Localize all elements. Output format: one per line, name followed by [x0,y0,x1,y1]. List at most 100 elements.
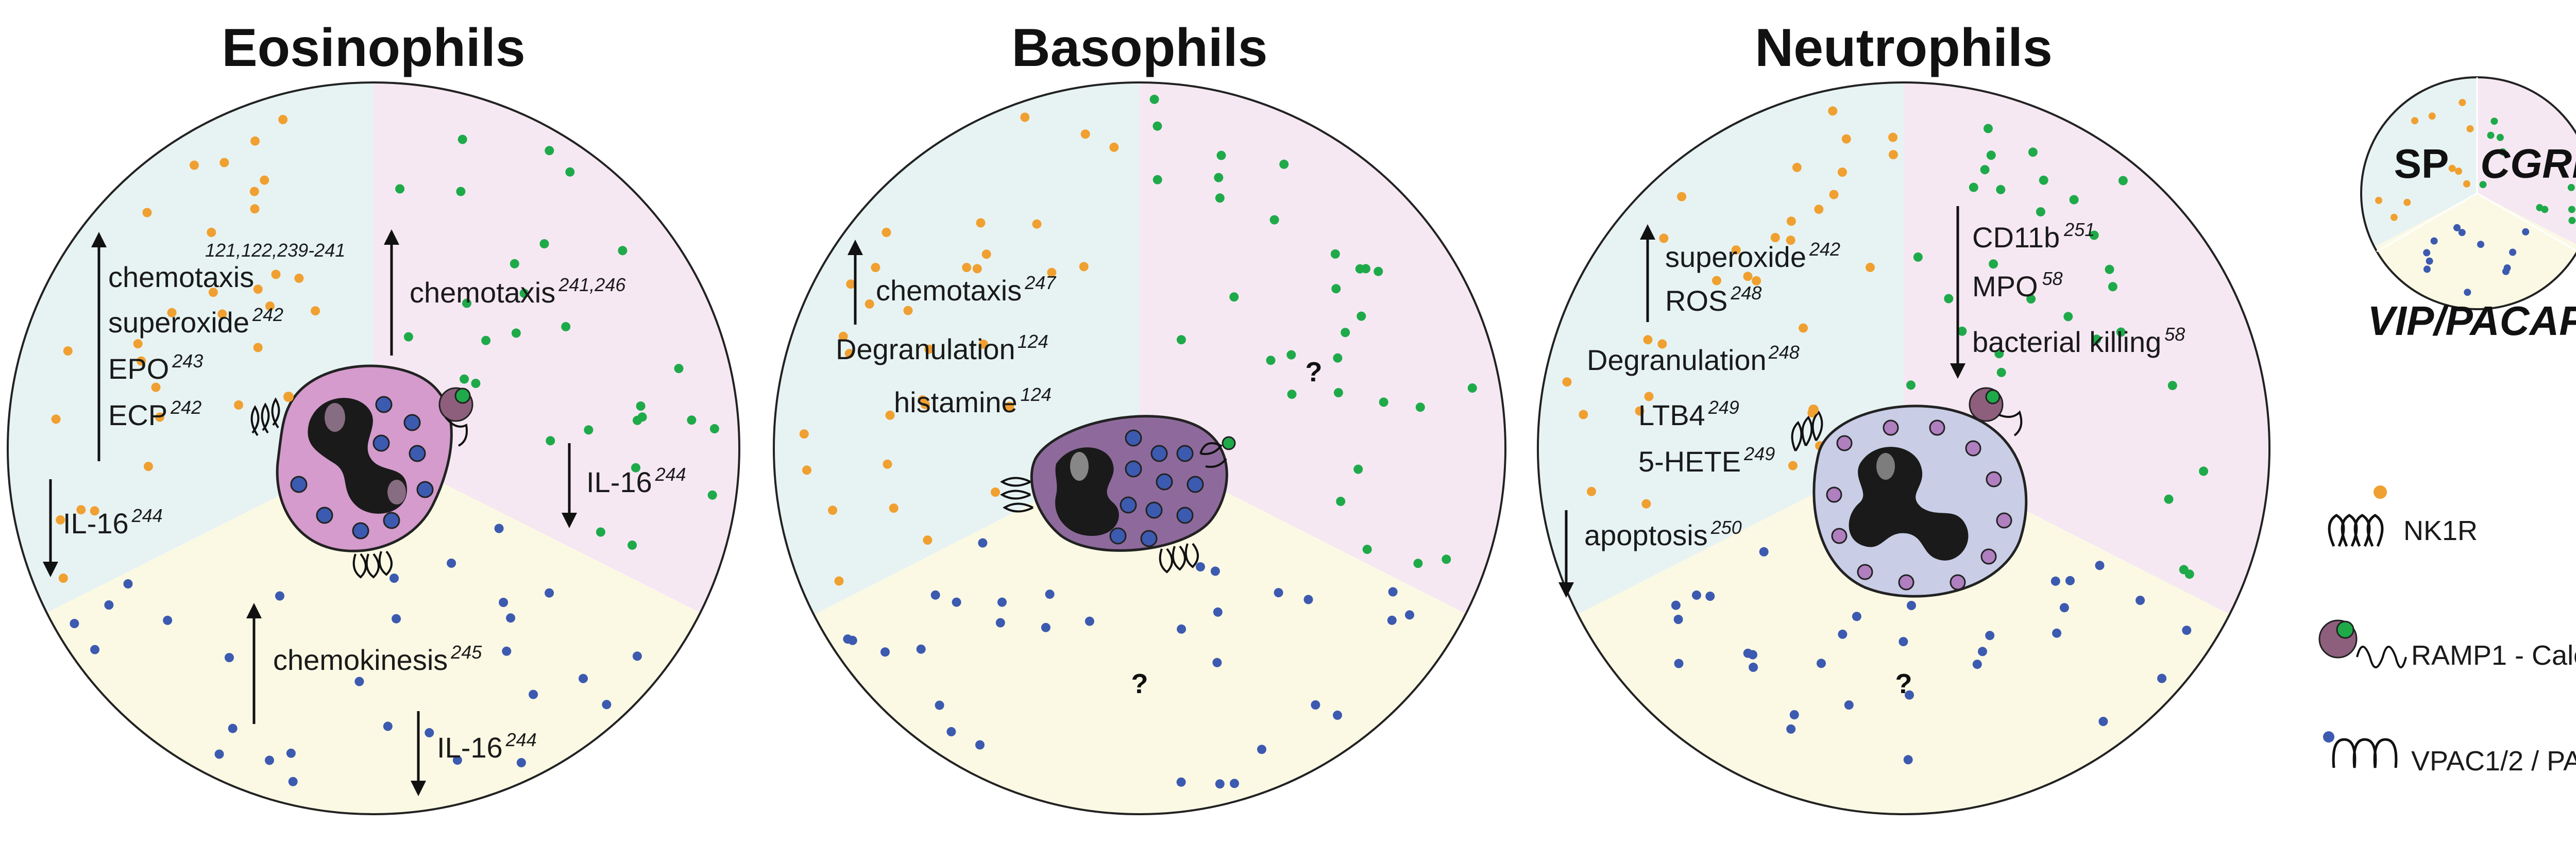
sp-neuropeptide-dot [838,331,848,341]
cgrp-neuropeptide-dot [1361,264,1370,274]
sp-neuropeptide-dot [271,270,281,279]
legend-nk1r: NK1R [2403,515,2478,546]
down-arrowhead-icon [43,562,58,577]
cgrp-neuropeptide-dot [709,424,719,433]
sp-neuropeptide-dot [978,339,988,349]
ramp1-receptor-icon [2318,619,2407,668]
vip-neuropeptide-dot [1786,724,1796,734]
vip-neuropeptide-dot [978,538,988,548]
cgrp-neuropeptide-dot [687,415,697,425]
key-vip-dots [2423,224,2530,296]
vip-neuropeptide-dot [930,590,940,600]
cgrp-neuropeptide-dot [1980,165,1990,175]
vip-neuropeptide-dot [1303,595,1313,604]
vip-neuropeptide-dot [997,597,1007,607]
vip-neuropeptide-dot [1899,637,1908,647]
cgrp-neuropeptide-dot [2116,327,2126,337]
sp-neuropeptide-dot [219,158,229,167]
cgrp-neuropeptide-dot [1906,380,1916,390]
cgrp-neuropeptide-dot [1269,215,1279,225]
cgrp-neuropeptide-dot [2568,206,2575,213]
vip-neuropeptide-dot [2464,289,2471,296]
vip-neuropeptide-dot [880,647,890,657]
vip-neuropeptide-dot [1903,755,1913,765]
cgrp-neuropeptide-dot [1969,182,1978,192]
vip-neuropeptide-dot [2059,603,2069,613]
sp-neuropeptide-dot [1786,235,1795,245]
unknown-vip-baso: ? [1131,668,1148,699]
cgrp-neuropeptide-dot [456,187,466,196]
cgrp-neuropeptide-dot [1357,311,1366,321]
sp-neuropeptide-dot [1829,190,1839,199]
vip-neuropeptide-dot [1387,615,1397,625]
cgrp-neuropeptide-dot [1286,350,1296,360]
vip-neuropeptide-dot [995,618,1005,628]
sp-neuropeptide-dot [865,299,874,309]
key-label-vip: VIP/PACAP [2367,298,2576,344]
vip-neuropeptide-dot [2157,674,2167,683]
cgrp-neuropeptide-dot [1229,292,1239,302]
sp-neuropeptide-dot [972,264,982,274]
receptor-legend: NK1R RAMP1 - Calcrl VPAC1/2 / PAC1 [2318,485,2576,777]
sp-neuropeptide-dot [1657,339,1667,349]
cgrp-neuropeptide-dot [2105,264,2114,274]
sp-neuropeptide-dot [802,465,811,475]
ref-chemotaxis-eo: 121,122,239-241 [205,240,345,261]
sp-neuropeptide-dot [885,410,895,420]
cgrp-neuropeptide-dot [519,289,529,298]
cgrp-neuropeptide-dot [1913,252,1923,262]
vip-neuropeptide-dot [516,758,526,767]
sp-dots-basophils [799,112,1119,586]
cgrp-neuropeptide-dot [2179,565,2189,575]
cgrp-neuropeptide-dot [631,463,640,473]
cgrp-neuropeptide-dot [707,490,717,500]
sp-neuropeptide-dot [144,462,153,472]
sp-neuropeptide-dot [828,506,838,515]
vip-neuropeptide-dot [1852,612,1861,621]
key-label-cgrp: CGRP [2480,141,2576,187]
vip-neuropeptide-dot [354,677,364,686]
cgrp-neuropeptide-dot [1442,554,1451,564]
vip-neuropeptide-dot [1705,592,1715,601]
up-arrowhead-icon [848,240,863,255]
sp-neuropeptide-dot [2448,164,2456,172]
vip-neuropeptide-dot [916,644,926,654]
vip-neuropeptide-dot [286,748,296,758]
sp-neuropeptide-dot [1641,499,1651,509]
vip-neuropeptide-dot [1789,710,1799,719]
vip-neuropeptide-dot [843,634,853,644]
sp-neuropeptide-dot [58,574,68,583]
vip-neuropeptide-dot [1673,615,1683,624]
cgrp-neuropeptide-dot [1996,367,2006,377]
vip-neuropeptide-dot [1743,648,1753,658]
cgrp-neuropeptide-dot [2490,117,2498,125]
cgrp-neuropeptide-dot [1214,173,1224,182]
vip-neuropeptide-dot [2095,561,2105,570]
sp-neuropeptide-dot [234,400,244,410]
sp-neuropeptide-dot [1579,410,1588,419]
sp-neuropeptide-dot [1677,192,1687,201]
vip-neuropeptide-dot [452,755,462,765]
sp-neuropeptide-dot [1644,392,1654,401]
vip-neuropeptide-dot [2458,229,2466,237]
vip-neuropeptide-dot [1674,659,1684,668]
down-arrowhead-icon [1950,363,1965,379]
cgrp-neuropeptide-dot [1994,349,2004,359]
sp-neuropeptide-dot [250,204,260,214]
sp-neuropeptide-dot [294,274,304,283]
vip-neuropeptide-dot [2423,249,2431,257]
unknown-vip-neut: ? [1895,668,1912,699]
vip-neuropeptide-dot [2522,228,2530,235]
legend-vpac: VPAC1/2 / PAC1 [2411,746,2576,777]
cgrp-neuropeptide-dot [1996,184,2006,194]
sp-neuropeptide-dot [260,175,269,185]
vip-neuropeptide-dot [275,591,284,601]
vip-neuropeptide-dot [632,651,642,661]
vip-neuropeptide-dot [1671,600,1681,610]
sp-neuropeptide-dot [1888,132,1898,142]
